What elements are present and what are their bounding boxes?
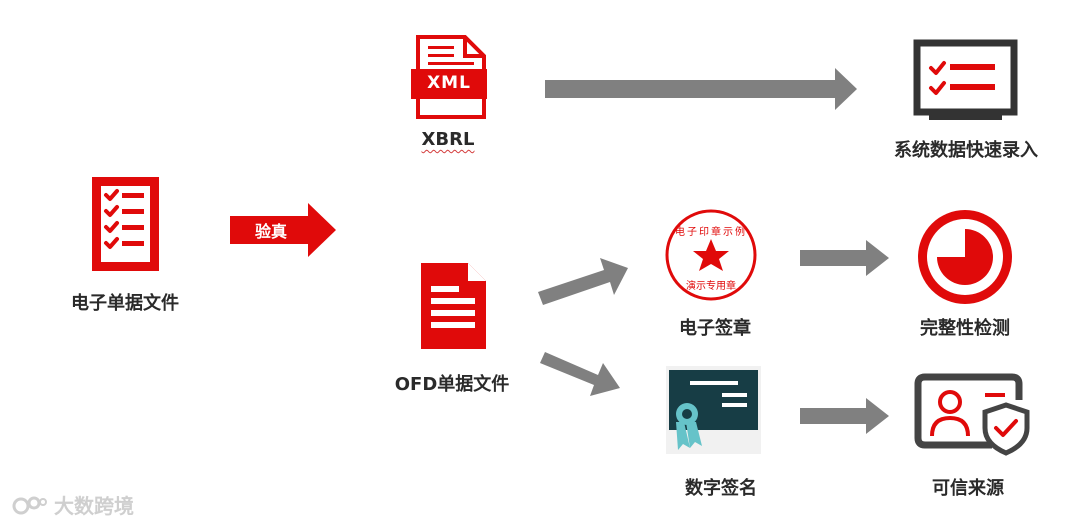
monitor-checklist-icon [913,39,1018,120]
label-system-entry: 系统数据快速录入 [894,140,1038,161]
ofd-document-icon [421,263,486,349]
label-verify: 验真 [254,222,288,241]
flow-arrow-ofd-to-seal [538,258,628,305]
seal-stamp-icon [665,209,757,301]
logo-icon [12,496,47,514]
certificate-icon [666,366,761,454]
label-xbrl: XBRL [421,129,475,150]
flow-arrow-seal-to-integrity [800,240,889,276]
id-card-shield-icon [914,373,1030,456]
flow-arrow-ofd-to-signature [540,352,620,396]
flow-arrow-signature-to-trusted [800,398,889,434]
label-integrity: 完整性检测 [920,318,1010,339]
xml-file-icon [411,35,487,119]
label-e-seal: 电子签章 [679,318,751,339]
xml-badge-text: XML [427,73,471,93]
label-digital-signature: 数字签名 [685,478,757,499]
pie-check-icon [918,210,1012,304]
label-trusted-source: 可信来源 [932,478,1004,499]
label-ofd-file: OFD单据文件 [394,374,510,395]
flow-arrow-xml-to-system [545,68,857,110]
checklist-document-icon [92,177,159,271]
seal-top-text: 电子印章示例 [675,225,747,238]
watermark-text: 大数跨境 [54,494,134,518]
watermark: 大数跨境 [12,490,134,519]
red-arrow-icon [230,203,336,257]
seal-bottom-text: 演示专用章 [686,279,736,292]
label-source-file: 电子单据文件 [71,293,179,314]
